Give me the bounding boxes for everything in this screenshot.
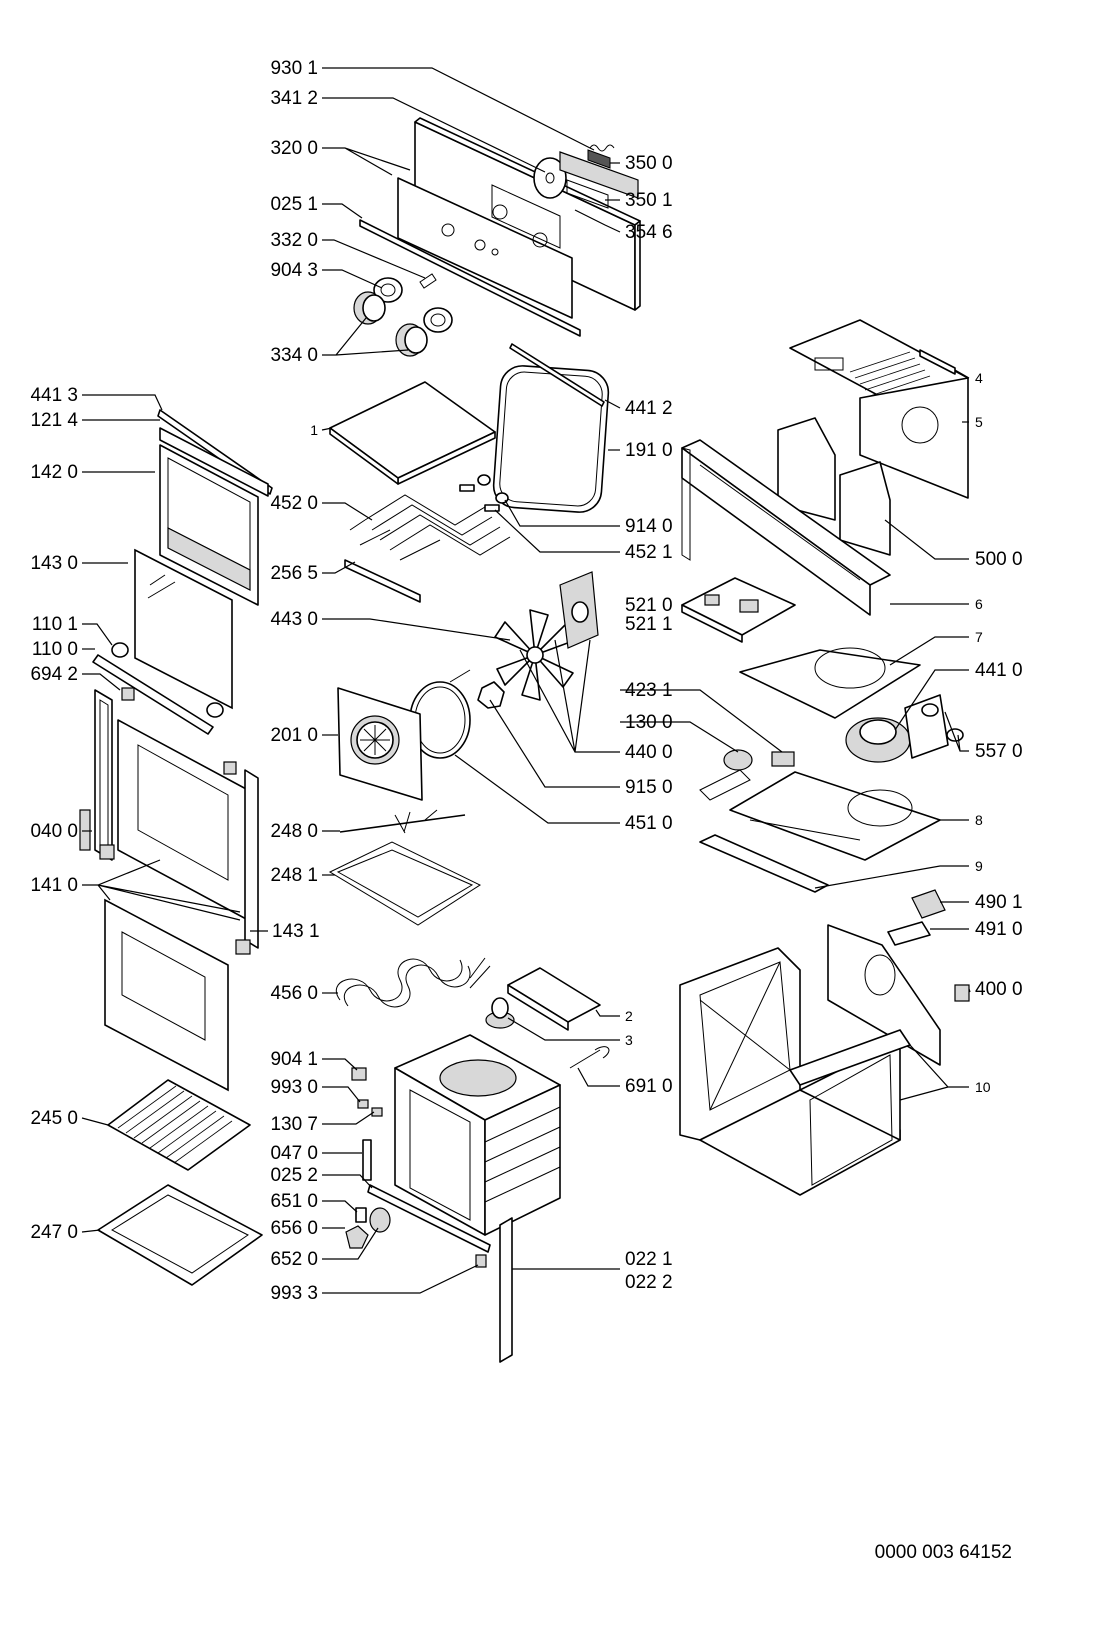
label-904-3: 904 3 bbox=[270, 260, 318, 281]
label-652-0: 652 0 bbox=[270, 1249, 318, 1270]
label-332-0: 332 0 bbox=[270, 230, 318, 251]
label-440-0: 440 0 bbox=[625, 742, 673, 763]
oven-cavity bbox=[394, 1034, 561, 1236]
label-191-0: 191 0 bbox=[625, 440, 673, 461]
label-354-6: 354 6 bbox=[625, 222, 673, 243]
control-panel-group bbox=[353, 117, 641, 357]
label-047-0: 047 0 bbox=[270, 1143, 318, 1164]
label-341-2: 341 2 bbox=[270, 88, 318, 109]
label-4: 4 bbox=[975, 370, 983, 386]
label-500-0: 500 0 bbox=[975, 549, 1023, 570]
document-number: 0000 003 64152 bbox=[875, 1542, 1012, 1563]
label-993-3: 993 3 bbox=[270, 1283, 318, 1304]
label-2: 2 bbox=[625, 1008, 633, 1024]
label-904-1: 904 1 bbox=[270, 1049, 318, 1070]
label-441-2: 441 2 bbox=[625, 398, 673, 419]
label-441-0: 441 0 bbox=[975, 660, 1023, 681]
label-256-5: 256 5 bbox=[270, 563, 318, 584]
label-7: 7 bbox=[975, 629, 983, 645]
label-10: 10 bbox=[975, 1079, 991, 1095]
label-694-2: 694 2 bbox=[30, 664, 78, 685]
label-8: 8 bbox=[975, 812, 983, 828]
label-456-0: 456 0 bbox=[270, 983, 318, 1004]
label-350-1: 350 1 bbox=[625, 190, 673, 211]
label-3: 3 bbox=[625, 1032, 633, 1048]
label-521-1: 521 1 bbox=[625, 614, 673, 635]
label-441-3: 441 3 bbox=[30, 385, 78, 406]
label-930-1: 930 1 bbox=[270, 58, 318, 79]
door-assembly-group bbox=[79, 409, 273, 1286]
label-350-0: 350 0 bbox=[625, 153, 673, 174]
label-141-0: 141 0 bbox=[30, 875, 78, 896]
label-110-0: 110 0 bbox=[32, 639, 78, 660]
label-491-0: 491 0 bbox=[975, 919, 1023, 940]
label-656-0: 656 0 bbox=[270, 1218, 318, 1239]
label-143-0: 143 0 bbox=[30, 553, 78, 574]
label-110-1: 110 1 bbox=[32, 614, 78, 635]
label-5: 5 bbox=[975, 414, 983, 430]
label-1: 1 bbox=[310, 422, 318, 438]
label-691-0: 691 0 bbox=[625, 1076, 673, 1097]
part-labels: 930 1 341 2 320 0 025 1 332 0 904 3 334 … bbox=[30, 58, 1022, 1563]
label-915-0: 915 0 bbox=[625, 777, 673, 798]
label-452-1: 452 1 bbox=[625, 542, 673, 563]
oven-internals-group bbox=[328, 343, 610, 1363]
label-025-1: 025 1 bbox=[270, 194, 318, 215]
label-025-2: 025 2 bbox=[270, 1165, 318, 1186]
label-130-7: 130 7 bbox=[270, 1114, 318, 1135]
label-022-1: 022 1 bbox=[625, 1249, 673, 1270]
label-451-0: 451 0 bbox=[625, 813, 673, 834]
label-400-0: 400 0 bbox=[975, 979, 1023, 1000]
label-334-0: 334 0 bbox=[270, 345, 318, 366]
label-320-0: 320 0 bbox=[270, 138, 318, 159]
label-993-0: 993 0 bbox=[270, 1077, 318, 1098]
label-423-1: 423 1 bbox=[625, 680, 673, 701]
label-245-0: 245 0 bbox=[30, 1108, 78, 1129]
label-248-0: 248 0 bbox=[270, 821, 318, 842]
label-557-0: 557 0 bbox=[975, 741, 1023, 762]
label-9: 9 bbox=[975, 858, 983, 874]
label-914-0: 914 0 bbox=[625, 516, 673, 537]
right-housing-group bbox=[679, 319, 970, 1196]
label-201-0: 201 0 bbox=[270, 725, 318, 746]
label-121-4: 121 4 bbox=[30, 410, 78, 431]
label-040-0: 040 0 bbox=[30, 821, 78, 842]
label-248-1: 248 1 bbox=[270, 865, 318, 886]
label-247-0: 247 0 bbox=[30, 1222, 78, 1243]
label-130-0: 130 0 bbox=[625, 712, 673, 733]
label-6: 6 bbox=[975, 596, 983, 612]
label-521-0: 521 0 bbox=[625, 595, 673, 616]
leader-lines bbox=[81, 67, 971, 1294]
label-443-0: 443 0 bbox=[270, 609, 318, 630]
fan-blade bbox=[494, 609, 574, 701]
label-452-0: 452 0 bbox=[270, 493, 318, 514]
label-142-0: 142 0 bbox=[30, 462, 78, 483]
label-022-2: 022 2 bbox=[625, 1272, 673, 1293]
label-143-1: 143 1 bbox=[272, 921, 320, 942]
chassis bbox=[679, 947, 911, 1196]
label-490-1: 490 1 bbox=[975, 892, 1023, 913]
label-651-0: 651 0 bbox=[270, 1191, 318, 1212]
